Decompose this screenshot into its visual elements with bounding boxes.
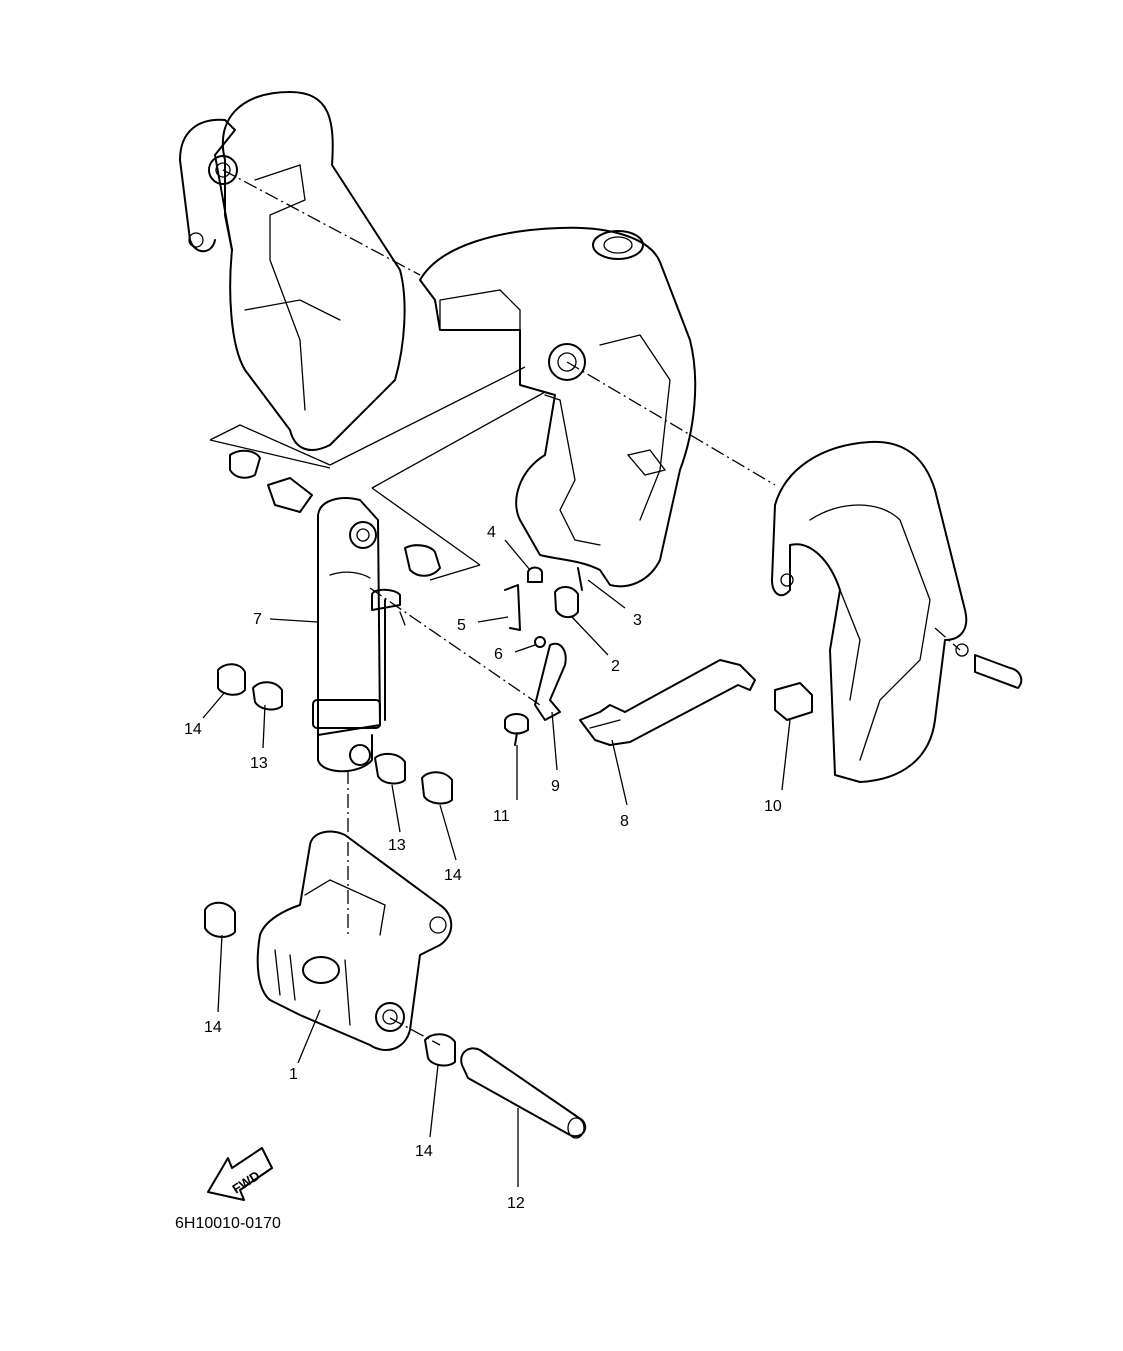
callout-11: 11 [493, 808, 510, 825]
tilt-lever [579, 659, 756, 746]
callout-leaders [202, 539, 791, 1187]
callout-12: 12 [507, 1195, 525, 1212]
fwd-label: FWD [229, 1168, 262, 1197]
callout-5: 5 [457, 617, 466, 634]
assembly-axis-lines [209, 169, 961, 1046]
right-clamp-bracket [771, 440, 968, 783]
callout-1: 1 [289, 1066, 298, 1083]
swivel-bracket [419, 226, 697, 588]
callout-3: 3 [633, 612, 642, 629]
left-clamp-bracket [179, 91, 406, 451]
tilt-lock-bracket [504, 642, 567, 746]
callout-8: 8 [620, 813, 629, 830]
callout-6: 6 [494, 646, 503, 663]
callout-14-lower-right: 14 [415, 1143, 433, 1160]
rubber-pad [774, 682, 813, 721]
callout-9: 9 [551, 778, 560, 795]
small-hardware [504, 566, 583, 648]
callout-labels: 1 2 3 4 5 6 7 8 9 10 11 12 13 13 14 14 1… [184, 524, 782, 1212]
upper-bushings [229, 449, 441, 577]
callout-4: 4 [487, 524, 496, 541]
lower-swivel-bracket [256, 830, 453, 1051]
tilt-cylinder [312, 497, 406, 773]
lower-bushings [204, 901, 456, 1067]
tilt-pin [460, 1047, 587, 1139]
diagram-code: 6H10010-0170 [175, 1215, 281, 1232]
callout-10: 10 [764, 798, 782, 815]
callout-14-upper-left: 14 [184, 721, 202, 738]
callout-14-lower-left: 14 [204, 1019, 222, 1036]
cylinder-bushings [217, 663, 453, 805]
callout-13-upper: 13 [250, 755, 268, 772]
forward-direction-arrow: FWD [207, 1147, 273, 1201]
callout-14-upper-right: 14 [444, 867, 462, 884]
callout-2: 2 [611, 658, 620, 675]
bolt-right [955, 643, 1023, 689]
callout-7: 7 [253, 611, 262, 628]
callout-13-lower: 13 [388, 837, 406, 854]
